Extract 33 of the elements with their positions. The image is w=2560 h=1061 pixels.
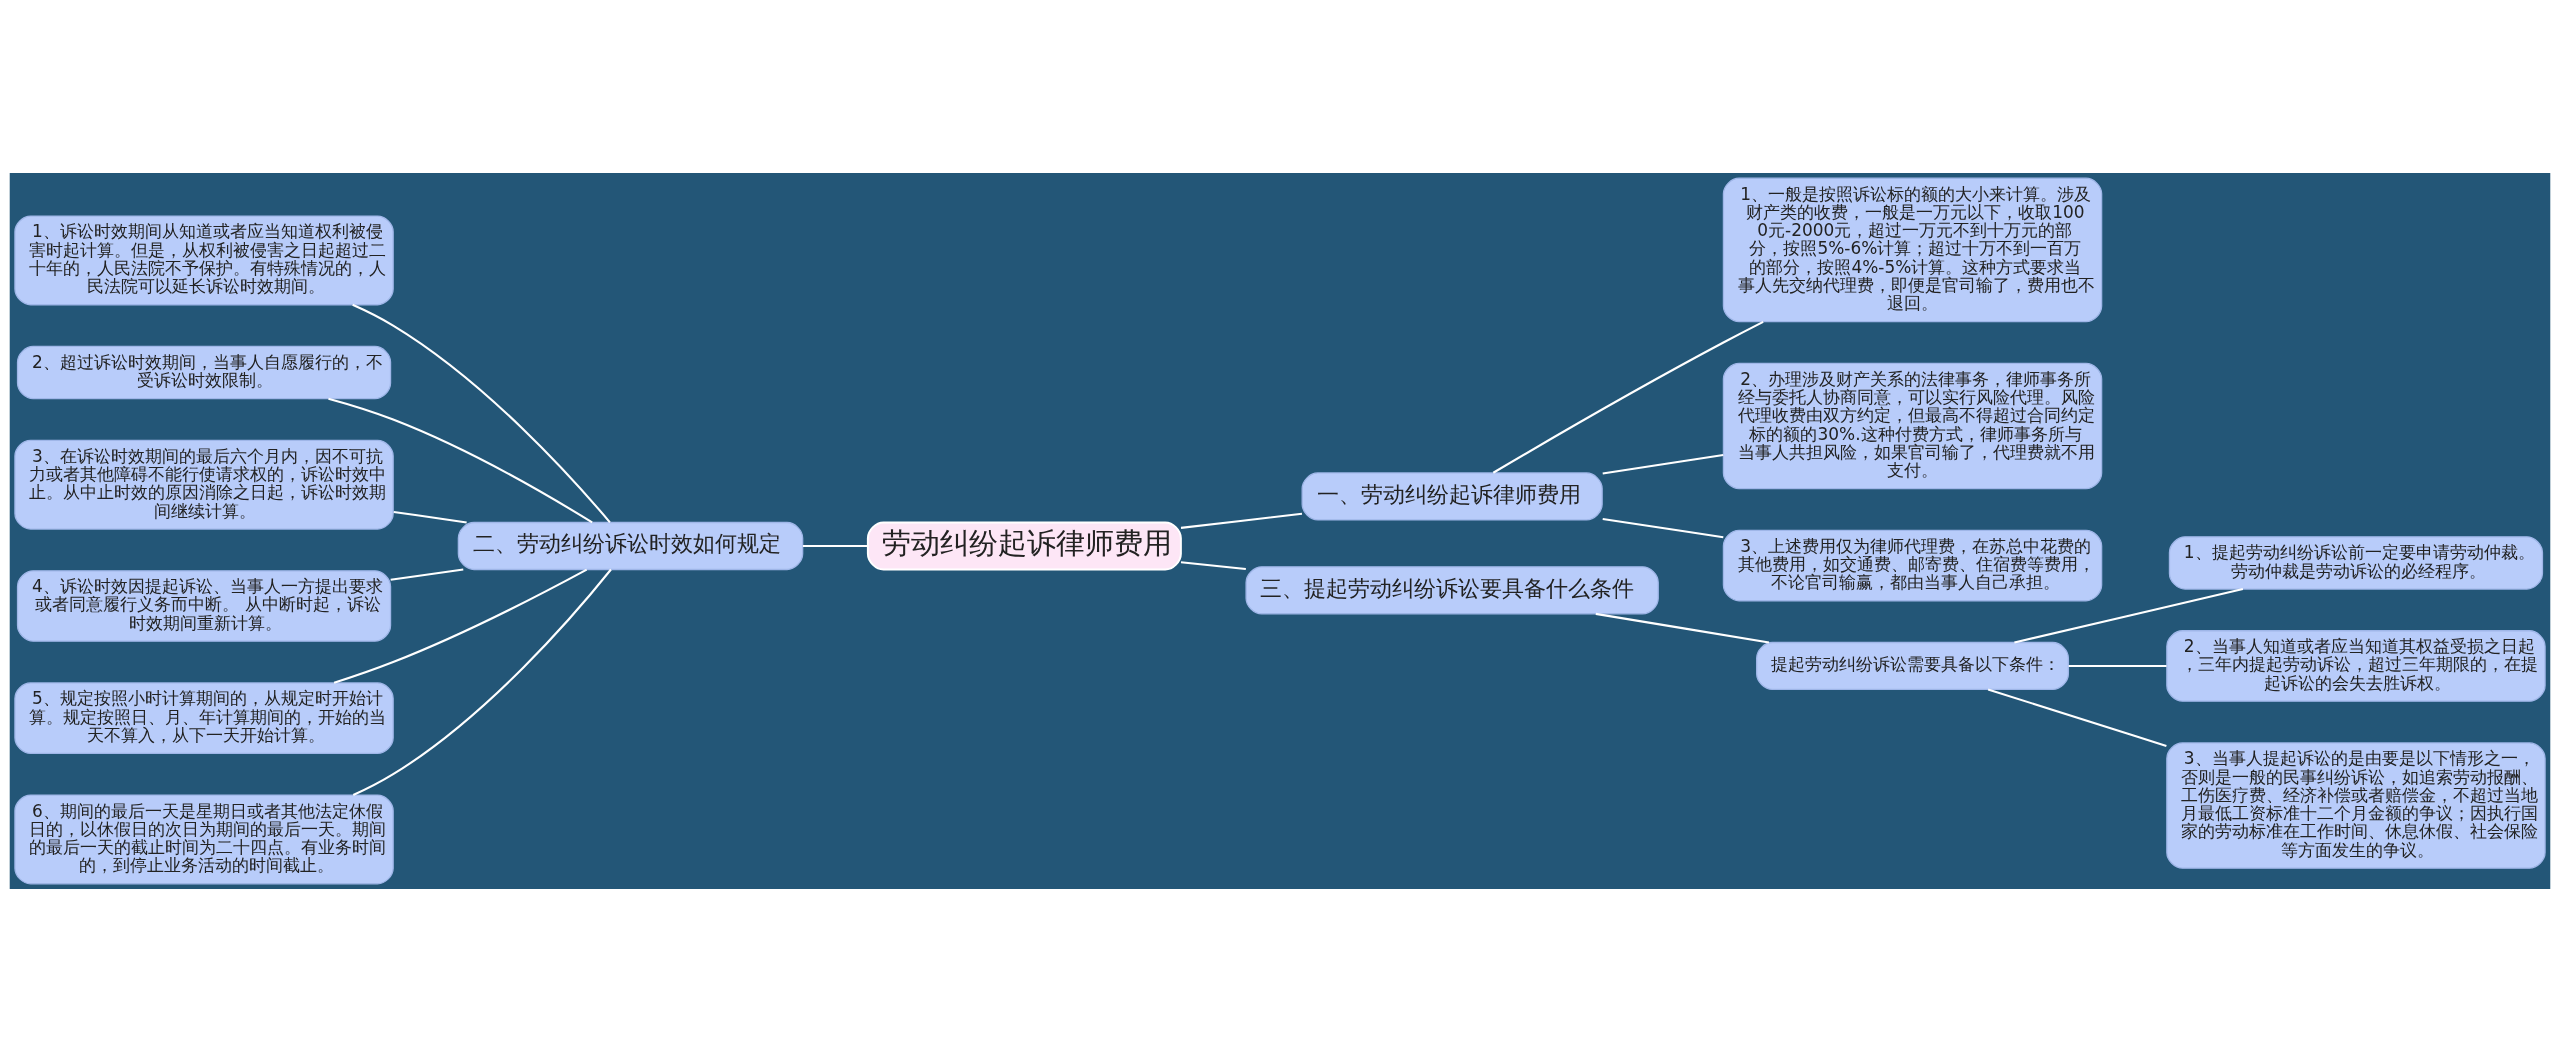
connector: [1180, 560, 1246, 570]
connector: [1492, 320, 1764, 474]
node-box: 6、期间的最后一天是星期日或者其他法定休假日的，以休假日的次日为期间的最后一天。期间的最后一天的截止时间为二十四点。有业务时间的，到停止业务活动的时间截止。: [14, 793, 394, 884]
node-box: 三、提起劳动纠纷诉讼要具备什么条件: [1245, 565, 1659, 614]
connector: [352, 568, 612, 796]
node-box: 劳动纠纷起诉律师费用: [866, 521, 1182, 570]
node-box: 1、诉讼时效期间从知道或者应当知道权利被侵害时起计算。但是，从权利被侵害之日起超过二十年的，人民法院不予保护。有特殊情况的，人民法院可以延长诉讼时效期间。: [14, 214, 394, 305]
node-box: 二、劳动纠纷诉讼时效如何规定: [457, 521, 804, 570]
connector: [352, 303, 611, 523]
connector: [1602, 517, 1724, 538]
connector: [1595, 612, 1770, 643]
connector: [328, 397, 593, 523]
node-box: 1、一般是按照诉讼标的额的大小来计算。涉及财产类的收费，一般是一万元以下，收取1000元-2000元，超过一万元不到十万元的部分，按照5%-6%计算；超过十万不到一百万的部分，按照4%-5%计算。这种方式要求当事人先交纳代理费，即便是官司输了，费用也不退回。: [1722, 177, 2103, 322]
connector: [390, 567, 464, 581]
connector: [2014, 587, 2244, 643]
connector: [802, 544, 868, 547]
node-box: 一、劳动纠纷起诉律师费用: [1301, 471, 1603, 521]
node-box: 提起劳动纠纷诉讼需要具备以下条件：: [1756, 641, 2070, 690]
connector: [393, 510, 467, 523]
node-box: 1、提起劳动纠纷诉讼前一定要申请劳动仲裁。劳动仲裁是劳动诉讼的必经程序。: [2168, 535, 2544, 590]
node-box: 2、当事人知道或者应当知道其权益受损之日起，三年内提起劳动诉讼，超过三年期限的，在提起诉讼的会失去胜诉权。: [2166, 629, 2546, 702]
node-box: 2、超过诉讼时效期间，当事人自愿履行的，不受诉讼时效限制。: [16, 345, 392, 399]
node-box: 5、规定按照小时计算期间的，从规定时开始计算。规定按照日、月、年计算期间的，开始的当天不算入，从下一天开始计算。: [14, 681, 394, 754]
connector: [1602, 453, 1724, 474]
connector: [333, 568, 588, 684]
connector: [1987, 688, 2167, 747]
connector: [2068, 664, 2167, 667]
node-box: 4、诉讼时效因提起诉讼、当事人一方提出要求或者同意履行义务而中断。 从中断时起，诉讼时效期间重新计算。: [16, 569, 392, 642]
connector: [1180, 512, 1303, 529]
node-box: 2、办理涉及财产关系的法律事务，律师事务所经与委托人协商同意，可以实行风险代理。风险代理收费由双方约定，但最高不得超过合同约定标的额的30%.这种付费方式，律师事务所与当事人共担风险，如果官司输了，代理费就不用支付。: [1722, 362, 2103, 489]
node-box: 3、在诉讼时效期间的最后六个月内，因不可抗力或者其他障碍不能行使请求权的，诉讼时效中止。从中止时效的原因消除之日起，诉讼时效期间继续计算。: [14, 439, 394, 530]
node-box: 3、上述费用仅为律师代理费，在苏总中花费的其他费用，如交通费、邮寄费、住宿费等费用，不论官司输赢，都由当事人自己承担。: [1722, 529, 2103, 601]
node-box: 3、当事人提起诉讼的是由要是以下情形之一，否则是一般的民事纠纷诉讼，如追索劳动报酬、工伤医疗费、经济补偿或者赔偿金，不超过当地月最低工资标准十二个月金额的争议；因执行国家的劳动标准在工作时间、休息休假、社会保险等方面发生的争议。: [2166, 741, 2546, 869]
